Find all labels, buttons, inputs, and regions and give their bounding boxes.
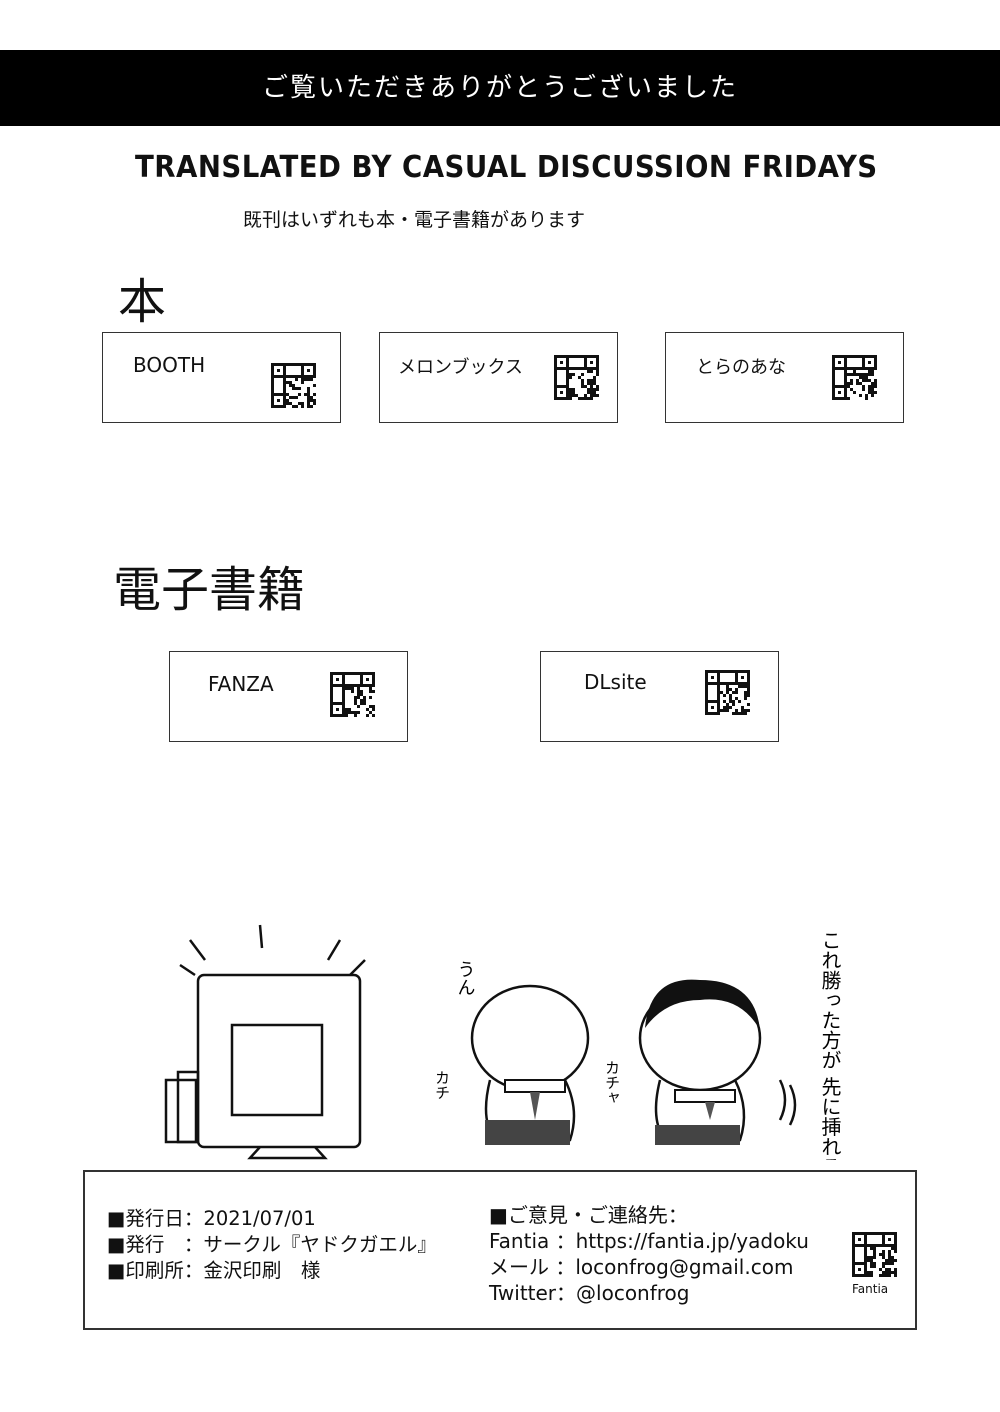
contact-heading: ■ご意見・ご連絡先： [489,1203,688,1227]
translator-credit: Translated by Casual Discussion Fridays [135,150,878,185]
store-label: DLsite [584,670,647,694]
fantia-qr-label: Fantia [852,1282,889,1296]
store-box-melonbooks[interactable]: メロンブックス [379,332,618,423]
illustration: うん カチ カチャ これ勝った方が 先に挿れるのでいいか？ [164,924,842,1160]
availability-note: 既刊はいずれも本・電子書籍があります [243,209,586,231]
qr-code[interactable] [330,672,376,718]
store-label: BOOTH [133,353,206,377]
thanks-banner: ご覧いただきありがとうございました [0,50,1000,126]
sfx-1: カチ [433,1070,451,1100]
ebook-heading: 電子書籍 [113,562,306,618]
speech-right: これ勝った方が 先に挿れるのでいいか？ [818,930,842,1160]
qr-code[interactable] [554,355,600,401]
store-box-fanza[interactable]: FANZA [169,651,408,742]
qr-code[interactable] [271,363,317,409]
publisher: ■発行 ：サークル『ヤドクガエル』 [107,1233,437,1256]
store-box-toranoana[interactable]: とらのあな [665,332,904,423]
publication-info: ■発行日：2021/07/01 ■発行 ：サークル『ヤドクガエル』 ■印刷所：金… [107,1206,437,1284]
qr-code[interactable] [832,355,878,401]
sfx-2: カチャ [603,1060,621,1105]
publish-date: ■発行日：2021/07/01 [107,1207,316,1230]
qr-code[interactable] [705,670,751,716]
speech-left: うん [455,960,476,996]
colophon: ■発行日：2021/07/01 ■発行 ：サークル『ヤドクガエル』 ■印刷所：金… [83,1170,917,1330]
fantia-qr-code[interactable] [852,1232,898,1278]
email-link[interactable]: メール ：loconfrog@gmail.com [489,1255,794,1279]
store-box-dlsite[interactable]: DLsite [540,651,779,742]
twitter-link[interactable]: Twitter：@loconfrog [489,1281,690,1305]
fantia-link[interactable]: Fantia ：https://fantia.jp/yadoku [489,1229,809,1253]
store-label: FANZA [208,672,274,696]
print-heading: 本 [118,274,167,330]
store-label: メロンブックス [398,357,523,378]
contact-info: ■ご意見・ご連絡先： Fantia ：https://fantia.jp/yad… [489,1202,809,1306]
printer: ■印刷所：金沢印刷 様 [107,1259,321,1282]
store-label: とらのあな [696,357,786,378]
store-box-booth[interactable]: BOOTH [102,332,341,423]
